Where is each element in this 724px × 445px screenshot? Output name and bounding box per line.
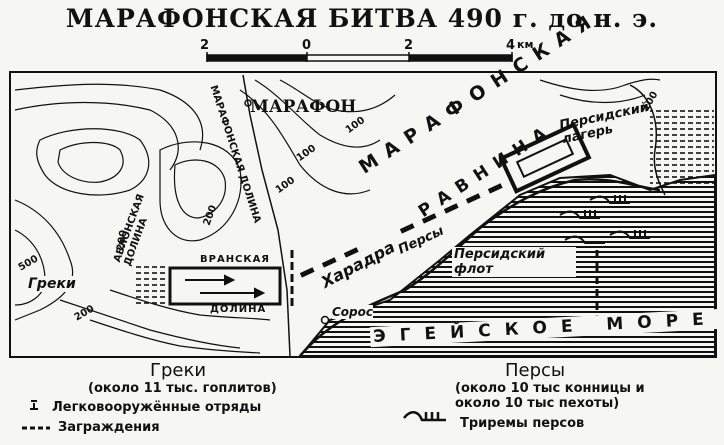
legend-triremes: Триремы персов bbox=[460, 416, 585, 431]
label-soros: Сорос bbox=[332, 305, 373, 319]
persian-camp-marker bbox=[498, 122, 592, 194]
legend-persians-sub1: (около 10 тыс конницы и bbox=[455, 381, 645, 396]
scale-tick-0: 0 bbox=[302, 38, 312, 53]
marsh-area bbox=[650, 110, 714, 185]
scale-tick-4: 4 bbox=[506, 38, 516, 53]
greek-advance-arrows bbox=[185, 274, 266, 299]
legend-persians-heading: Персы bbox=[505, 360, 566, 381]
label-marathon: МАРАФОН bbox=[250, 97, 357, 117]
label-dolina: ДОЛИНА bbox=[210, 304, 267, 315]
trireme-icons bbox=[559, 195, 650, 244]
scale-tick-2-right: 2 bbox=[404, 38, 414, 53]
label-greeks-map: Греки bbox=[28, 276, 76, 292]
scale-tick-2-left: 2 bbox=[200, 38, 210, 53]
label-persian-fleet: Персидский флот bbox=[452, 247, 576, 277]
legend-persians-sub2: около 10 тыс пехоты) bbox=[455, 396, 620, 411]
marathon-valley-road bbox=[242, 74, 291, 357]
map-title: МАРАФОНСКАЯ БИТВА 490 г. до н. э. bbox=[65, 4, 659, 33]
legend-barriers: Заграждения bbox=[58, 420, 160, 435]
label-vranskaya: ВРАНСКАЯ bbox=[200, 254, 271, 265]
legend-trireme-icon bbox=[403, 411, 446, 422]
legend-greeks-heading: Греки bbox=[150, 360, 207, 381]
scale-unit: км bbox=[517, 38, 534, 51]
persian-line bbox=[299, 183, 503, 278]
soros-marker bbox=[320, 315, 330, 325]
hill-contours bbox=[14, 78, 661, 354]
marathon-marker bbox=[244, 99, 252, 107]
scale-bar bbox=[206, 52, 513, 62]
legend-light-troops: Легковооружённые отряды bbox=[52, 400, 262, 415]
greek-barrier-left bbox=[135, 265, 165, 305]
legend-light-troops-icon bbox=[30, 400, 38, 410]
greek-phalanx bbox=[168, 266, 282, 306]
legend-greeks-sub: (около 11 тыс. гоплитов) bbox=[88, 381, 277, 396]
